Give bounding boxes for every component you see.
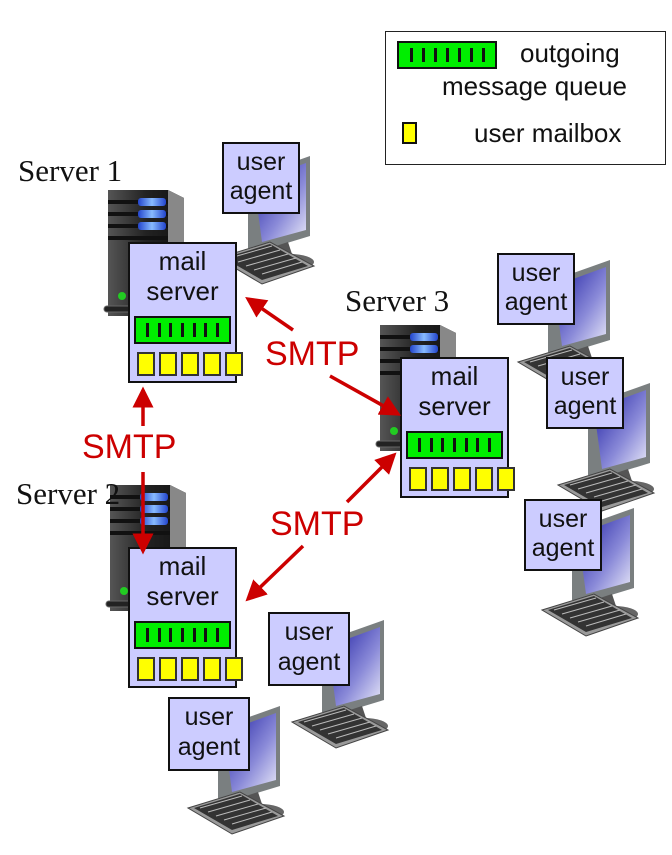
user-mailbox — [137, 352, 155, 376]
mail-server-2-line1: mail — [158, 551, 207, 581]
user-mailbox — [475, 467, 493, 491]
smtp-arrow-s1-s3-lower — [329, 374, 402, 416]
user-mailbox — [225, 657, 243, 681]
mail-server-2-line2: server — [146, 581, 219, 611]
legend: outgoing message queue user mailbox — [385, 31, 666, 165]
user-mailbox — [137, 657, 155, 681]
user-mailbox — [409, 467, 427, 491]
legend-queue-icon — [397, 41, 497, 69]
mail-server-3-line2: server — [418, 391, 491, 421]
user-agent-4-line1: user — [538, 505, 588, 533]
user-agent-4: user agent — [524, 499, 602, 571]
outgoing-queue-2 — [134, 621, 231, 649]
user-agent-2: user agent — [497, 253, 575, 325]
user-mailbox — [181, 352, 199, 376]
legend-mailbox-icon — [402, 122, 417, 144]
user-mailbox — [203, 657, 221, 681]
user-agent-2-line2: agent — [504, 288, 568, 316]
user-mailbox — [159, 352, 177, 376]
user-agent-3: user agent — [546, 357, 624, 429]
user-agent-1-line1: user — [236, 148, 286, 176]
user-mailbox — [431, 467, 449, 491]
user-agent-3-line2: agent — [553, 392, 617, 420]
user-mailbox — [181, 657, 199, 681]
user-agent-6: user agent — [168, 697, 250, 771]
server1-label: Server 1 — [18, 153, 123, 188]
mail-server-1-line2: server — [146, 276, 219, 306]
mailboxes-2 — [137, 657, 243, 681]
user-agent-4-line2: agent — [531, 534, 595, 562]
user-agent-6-line2: agent — [177, 733, 241, 761]
outgoing-queue-3 — [406, 431, 503, 459]
mail-server-3: mail server — [400, 357, 515, 498]
user-agent-1-line2: agent — [229, 177, 293, 205]
smtp-arrow-s1-s3-upper — [245, 297, 294, 332]
user-agent-3-line1: user — [560, 363, 610, 391]
user-agent-5-line2: agent — [277, 648, 341, 676]
mail-server-1: mail server — [128, 242, 243, 383]
mail-server-2: mail server — [128, 547, 243, 688]
user-agent-6-line1: user — [184, 703, 234, 731]
mail-server-1-line1: mail — [158, 246, 207, 276]
smtp-label-s1-s3: SMTP — [265, 335, 360, 373]
legend-queue-label-line2: message queue — [442, 71, 628, 101]
user-mailbox — [453, 467, 471, 491]
server3-label: Server 3 — [345, 283, 450, 318]
user-mailbox — [203, 352, 221, 376]
user-mailbox — [497, 467, 515, 491]
smtp-label-s1-s2: SMTP — [82, 428, 177, 466]
user-agent-1: user agent — [222, 142, 300, 214]
smtp-arrow-s2-s3-upper — [345, 452, 397, 504]
smtp-label-s2-s3: SMTP — [270, 505, 365, 543]
user-agent-2-line1: user — [511, 259, 561, 287]
mail-server-3-line1: mail — [430, 361, 479, 391]
server2-label: Server 2 — [16, 476, 121, 511]
user-mailbox — [225, 352, 243, 376]
smtp-arrow-s2-s3-lower — [245, 544, 305, 602]
outgoing-queue-1 — [134, 316, 231, 344]
mailboxes-3 — [409, 467, 515, 491]
user-agent-5-line1: user — [284, 618, 334, 646]
legend-mailbox-label: user mailbox — [474, 118, 622, 148]
mailboxes-1 — [137, 352, 243, 376]
user-mailbox — [159, 657, 177, 681]
legend-queue-label-line1: outgoing — [520, 38, 620, 68]
user-agent-5: user agent — [268, 612, 350, 686]
